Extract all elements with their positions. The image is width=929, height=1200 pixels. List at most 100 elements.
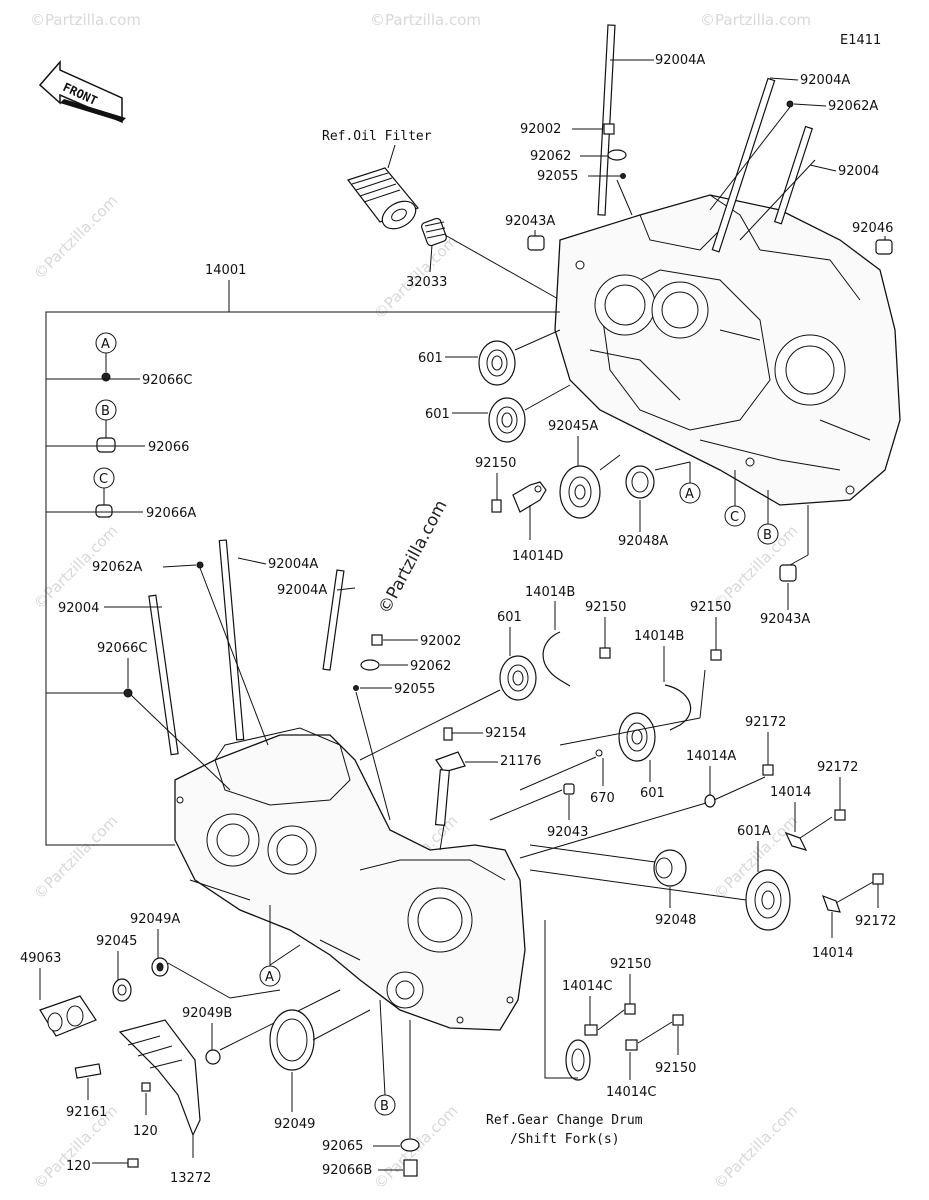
callout-a [259, 965, 281, 987]
bearing-92045-icon [112, 978, 132, 1002]
fitting-32033-icon [421, 217, 447, 247]
callout-b-letter: B [380, 1099, 389, 1114]
lower-crankcase-half [174, 727, 526, 1031]
label-670: 670 [590, 791, 615, 806]
label-92045: 92045 [96, 934, 137, 949]
label-32033: 32033 [406, 275, 447, 290]
label-92002: 92002 [520, 122, 561, 137]
label-49063: 49063 [20, 951, 61, 966]
label-92043: 92043 [547, 825, 588, 840]
screw-92154-icon [443, 727, 453, 741]
diagram-code: E1411 [840, 33, 881, 48]
oring-670-icon [595, 749, 603, 757]
watermark: ©Partzilla.com [30, 11, 141, 29]
collar-92048-icon [653, 849, 687, 887]
washer-14014A-icon [704, 794, 716, 808]
label-92062A: 92062A [92, 560, 142, 575]
label-92172: 92172 [855, 914, 896, 929]
plug-92066-icon [96, 437, 116, 453]
callout-c-letter: C [730, 510, 739, 525]
cover-49063-icon [39, 995, 97, 1037]
screw-92172-icon [872, 873, 884, 885]
label-14001: 14001 [205, 263, 246, 278]
label-14014: 14014 [770, 785, 811, 800]
collar-92048A-icon [625, 465, 655, 499]
retainer-14014B-icon [542, 631, 571, 687]
label-plate-92161-icon [74, 1063, 102, 1079]
callout-a-letter: A [685, 487, 694, 502]
screw-92150-icon [624, 1003, 636, 1015]
bolt-120-icon [141, 1082, 151, 1092]
retainer-14014B-icon [664, 684, 692, 731]
front-arrow-icon: FRONT [38, 59, 126, 124]
label-601: 601 [418, 351, 443, 366]
label-92055: 92055 [394, 682, 435, 697]
callout-b [374, 1094, 396, 1116]
plate-14014D-icon [512, 481, 547, 513]
watermark: ©Partzilla.com [710, 1102, 801, 1193]
bearing-601-icon [499, 655, 537, 701]
dowel-92043A-icon [779, 564, 797, 582]
label-120: 120 [133, 1124, 158, 1139]
watermark: ©Partzilla.com [30, 812, 121, 903]
screw-92150-icon [672, 1014, 684, 1026]
bearing-shift-drum-icon [565, 1039, 591, 1081]
callout-a-letter: A [101, 337, 110, 352]
label-92150: 92150 [690, 600, 731, 615]
label-92004A: 92004A [268, 557, 318, 572]
label-14014C: 14014C [606, 1085, 656, 1100]
label-92172: 92172 [817, 760, 858, 775]
label-92150: 92150 [475, 456, 516, 471]
label-14014C: 14014C [562, 979, 612, 994]
stud-bolts-lower [148, 539, 345, 756]
plug-92066C-icon [101, 372, 111, 382]
oil-filter-icon [347, 167, 420, 230]
label-92065: 92065 [322, 1139, 363, 1154]
seal-92049A-icon [151, 957, 169, 977]
label-14014D: 14014D [512, 549, 563, 564]
bearing-601-icon [488, 397, 526, 443]
label-21176: 21176 [500, 754, 541, 769]
callout-c-letter: C [99, 472, 108, 487]
seal-92049B-icon [205, 1049, 221, 1065]
label-92055: 92055 [537, 169, 578, 184]
callout-c [724, 505, 746, 527]
washer-92065-icon [400, 1138, 420, 1152]
screw-92150-icon [599, 647, 611, 659]
dowel-92043-icon [563, 783, 575, 795]
callout-b-letter: B [101, 404, 110, 419]
callout-a-letter: A [265, 970, 274, 985]
callout-a [679, 482, 701, 504]
washer-92062-icon [360, 659, 380, 671]
label-92004: 92004 [838, 164, 879, 179]
label-92150: 92150 [585, 600, 626, 615]
upper-crankcase-half [554, 194, 901, 506]
plate-14014C-icon [584, 1024, 598, 1036]
ref-oil-filter-label: Ref.Oil Filter [322, 129, 432, 144]
label-92004: 92004 [58, 601, 99, 616]
label-14014: 14014 [812, 946, 853, 961]
label-92172: 92172 [745, 715, 786, 730]
dowel-92046-icon [875, 239, 893, 255]
bearing-601-icon [618, 712, 656, 762]
screw-92172-icon [834, 809, 846, 821]
label-92066A: 92066A [146, 506, 196, 521]
bearing-601A-icon [745, 869, 791, 931]
label-14014B: 14014B [525, 585, 575, 600]
watermark: ©Partzilla.com [700, 11, 811, 29]
label-92046: 92046 [852, 221, 893, 236]
plate-14014-icon [821, 894, 841, 913]
label-92154: 92154 [485, 726, 526, 741]
plug-92066B-icon [403, 1159, 418, 1177]
label-92062: 92062 [530, 149, 571, 164]
label-92004A: 92004A [277, 583, 327, 598]
plate-14014C-icon [625, 1039, 638, 1051]
bolt-92002-icon [371, 634, 383, 646]
label-92066B: 92066B [322, 1163, 372, 1178]
label-92066C: 92066C [97, 641, 147, 656]
label-92004A: 92004A [800, 73, 850, 88]
oring-92055-icon [620, 173, 626, 179]
label-601A: 601A [737, 824, 771, 839]
screw-92150-icon [710, 649, 722, 661]
